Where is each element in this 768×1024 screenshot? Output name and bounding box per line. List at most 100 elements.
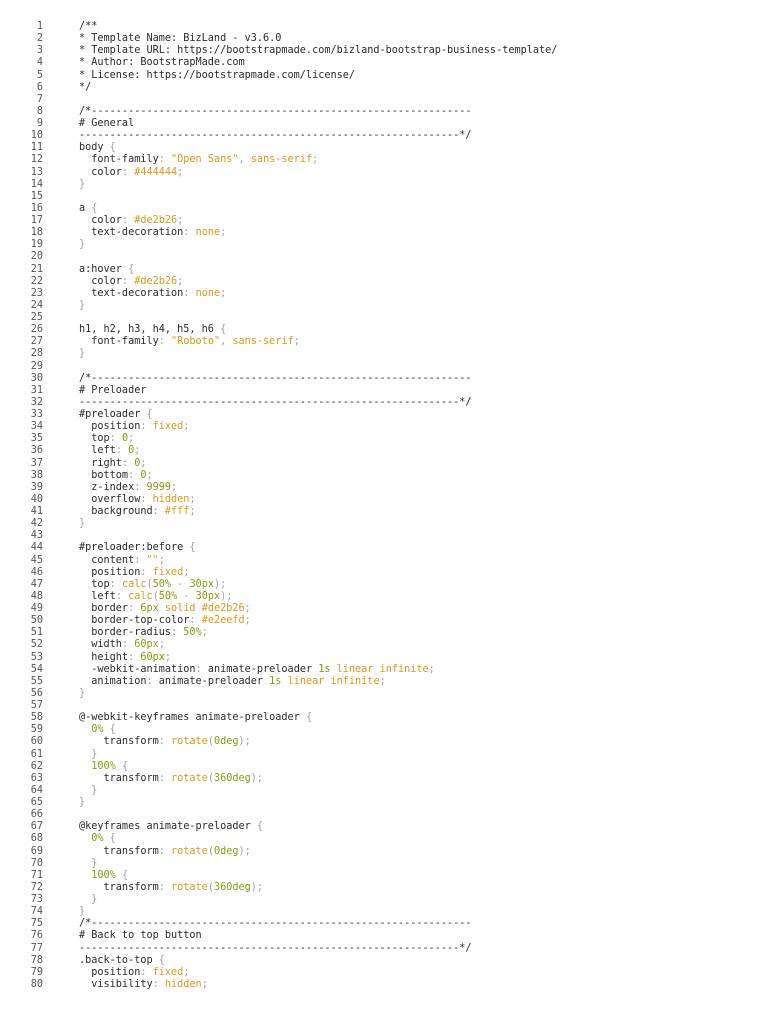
code-line: 27 font-family: "Roboto", sans-serif; bbox=[0, 336, 768, 348]
code-line: 70 } bbox=[0, 858, 768, 870]
line-number: 70 bbox=[30, 857, 43, 869]
line-text: position: fixed; bbox=[79, 967, 189, 979]
code-line: 5* License: https://bootstrapmade.com/li… bbox=[0, 70, 768, 82]
code-token: /** bbox=[79, 21, 98, 32]
line-number: 7 bbox=[36, 93, 43, 105]
line-text: } bbox=[79, 749, 97, 761]
code-token: ( bbox=[146, 578, 153, 590]
line-number: 3 bbox=[36, 45, 43, 57]
code-line: 3* Template URL: https://bootstrapmade.c… bbox=[0, 45, 768, 57]
code-token: position bbox=[79, 421, 141, 433]
line-number: 38 bbox=[30, 469, 43, 481]
line-number: 5 bbox=[36, 69, 43, 81]
code-line: 28} bbox=[0, 348, 768, 360]
code-token: 30px bbox=[189, 578, 214, 590]
line-text: font-family: "Roboto", sans-serif; bbox=[79, 336, 300, 348]
code-token: { bbox=[115, 869, 129, 881]
line-text: transform: rotate(0deg); bbox=[79, 736, 251, 748]
code-token: none bbox=[195, 227, 221, 239]
line-number: 53 bbox=[30, 651, 43, 663]
line-number: 16 bbox=[30, 202, 43, 214]
code-token: { bbox=[103, 833, 116, 845]
code-line: 48 left: calc(50% - 30px); bbox=[0, 591, 768, 603]
code-token: #de2b26 bbox=[134, 275, 178, 287]
code-token: ( bbox=[207, 845, 214, 857]
code-line: 39 z-index: 9999; bbox=[0, 482, 768, 494]
code-token: ; bbox=[244, 615, 251, 627]
code-token: } bbox=[79, 687, 86, 699]
code-token: visibility bbox=[79, 978, 153, 990]
line-number: 79 bbox=[30, 966, 43, 978]
line-number: 32 bbox=[30, 396, 43, 408]
line-number: 39 bbox=[30, 481, 43, 493]
code-line: 53 height: 60px; bbox=[0, 652, 768, 664]
line-number: 27 bbox=[30, 336, 43, 348]
code-line: 49 border: 6px solid #de2b26; bbox=[0, 603, 768, 615]
code-token: ----------------------------------------… bbox=[79, 396, 472, 408]
code-token: -webkit-animation bbox=[79, 663, 196, 675]
code-token: @keyframes animate-preloader bbox=[79, 821, 257, 833]
line-number: 69 bbox=[30, 845, 43, 857]
code-token: fixed bbox=[152, 966, 184, 978]
line-text: /*--------------------------------------… bbox=[79, 106, 472, 118]
code-line: 68 0% { bbox=[0, 833, 768, 845]
code-token: { bbox=[146, 409, 153, 420]
code-token: linear infinite bbox=[281, 675, 380, 687]
line-number: 45 bbox=[30, 554, 43, 566]
code-line: 74} bbox=[0, 906, 768, 918]
code-token: fixed bbox=[152, 566, 184, 578]
line-number: 10 bbox=[30, 130, 43, 142]
code-token: font-family bbox=[79, 154, 159, 166]
line-text: transform: rotate(360deg); bbox=[79, 773, 264, 785]
code-line: 2* Template Name: BizLand - v3.6.0 bbox=[0, 33, 768, 45]
code-token: ( bbox=[207, 881, 214, 893]
code-line: 34 position: fixed; bbox=[0, 421, 768, 433]
code-token: h1, h2, h3, h4, h5, h6 bbox=[79, 324, 221, 336]
code-token: : bbox=[134, 554, 147, 566]
code-token: fixed bbox=[152, 421, 184, 433]
code-token: color bbox=[79, 166, 122, 178]
code-token: } bbox=[79, 348, 86, 360]
code-line: 18 text-decoration: none; bbox=[0, 227, 768, 239]
line-number: 28 bbox=[30, 348, 43, 360]
code-token: ; bbox=[164, 651, 172, 663]
code-token: #preloader bbox=[79, 409, 147, 420]
line-number: 43 bbox=[30, 530, 43, 542]
code-line: 71 100% { bbox=[0, 870, 768, 882]
code-line: 61 } bbox=[0, 749, 768, 761]
code-line: 75/*------------------------------------… bbox=[0, 918, 768, 930]
code-line: 45 content: ""; bbox=[0, 555, 768, 567]
line-number: 24 bbox=[30, 299, 43, 311]
code-token: , bbox=[220, 336, 233, 348]
line-text: animation: animate-preloader 1s linear i… bbox=[79, 675, 385, 688]
code-token: 0 bbox=[128, 445, 135, 457]
code-token: 60px bbox=[140, 651, 165, 663]
code-token: 50% bbox=[158, 590, 178, 602]
code-line: 4* Author: BootstrapMade.com bbox=[0, 57, 768, 69]
code-line: 62 100% { bbox=[0, 761, 768, 773]
code-line: 69 transform: rotate(0deg); bbox=[0, 846, 768, 858]
code-token: 6px bbox=[140, 603, 159, 614]
code-line: 65} bbox=[0, 797, 768, 809]
code-token: right bbox=[79, 457, 122, 469]
code-token: sans-serif bbox=[250, 154, 313, 166]
code-token: : bbox=[128, 603, 141, 614]
code-line: 23 text-decoration: none; bbox=[0, 288, 768, 300]
code-line: 36 left: 0; bbox=[0, 445, 768, 457]
code-token: ); bbox=[238, 736, 251, 748]
code-token: /*--------------------------------------… bbox=[79, 372, 472, 384]
code-token: border bbox=[79, 603, 129, 614]
code-token: ; bbox=[189, 493, 196, 505]
code-line: 50 border-top-color: #e2eefd; bbox=[0, 615, 768, 627]
line-text: } bbox=[79, 894, 97, 906]
code-token: : bbox=[121, 275, 135, 287]
code-token: ; bbox=[177, 275, 184, 287]
line-text: border-top-color: #e2eefd; bbox=[79, 615, 251, 627]
code-token: : bbox=[158, 736, 172, 748]
code-line: 30/*------------------------------------… bbox=[0, 373, 768, 385]
code-token: - bbox=[177, 590, 196, 602]
code-line: 60 transform: rotate(0deg); bbox=[0, 736, 768, 748]
code-token: } bbox=[79, 906, 86, 918]
line-number: 55 bbox=[30, 675, 43, 687]
